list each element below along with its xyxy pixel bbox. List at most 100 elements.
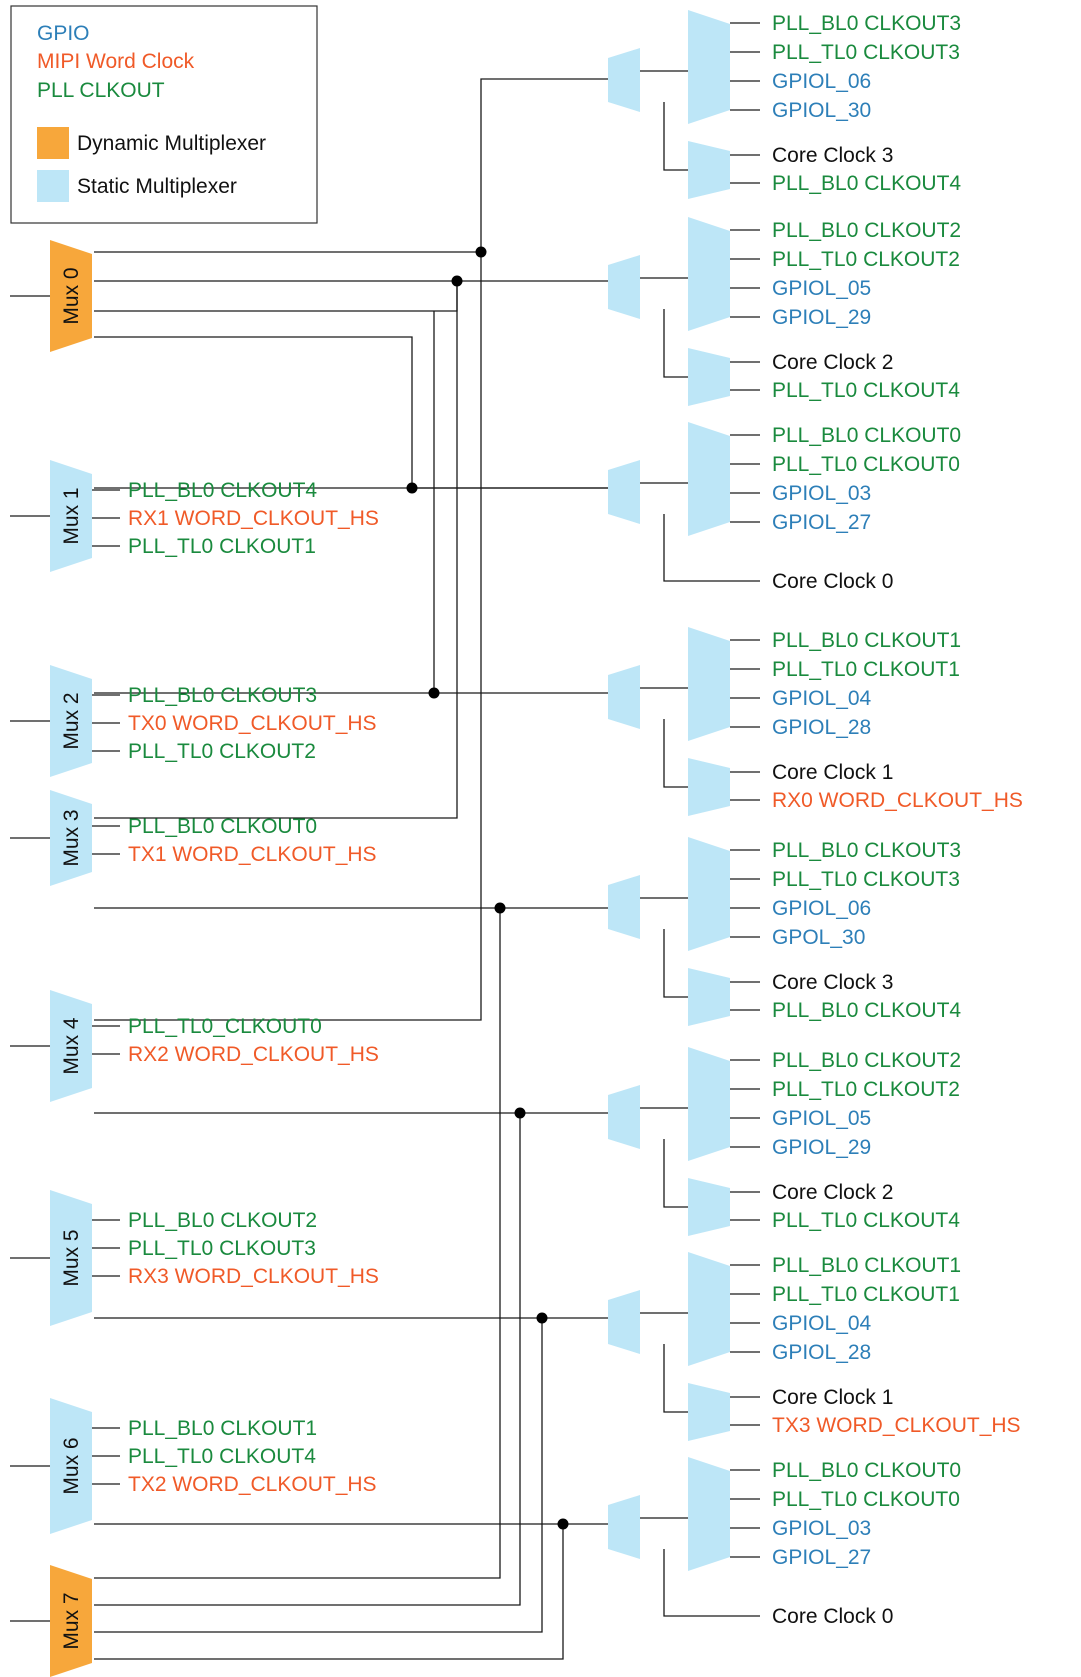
legend: GPIO MIPI Word Clock PLL CLKOUT Dynamic … [10,5,318,224]
group-0-mux-a [608,48,640,112]
group-3-input-3: GPIOL_28 [772,716,871,739]
group-1-mux-a [608,255,640,319]
group-5-mux-b [688,1047,730,1161]
group-7-core-clock: Core Clock 0 [772,1605,893,1628]
group-0-mux-b [688,10,730,124]
group-5-input-0: PLL_BL0 CLKOUT2 [772,1049,961,1072]
group-1-extra: PLL_TL0 CLKOUT4 [772,379,960,402]
group-6-input-3: GPIOL_28 [772,1341,871,1364]
mux-2-input-2: PLL_TL0 CLKOUT2 [128,740,316,763]
group-2-input-1: PLL_TL0 CLKOUT0 [772,453,960,476]
group-4-input-3: GPOL_30 [772,926,865,949]
group-6-input-2: GPIOL_04 [772,1312,872,1335]
group-7-input-3: GPIOL_27 [772,1546,871,1569]
group-5-mux-c [688,1178,730,1236]
group-2-input-0: PLL_BL0 CLKOUT0 [772,424,961,447]
static-mux-3-label: Mux 3 [60,809,83,866]
group-4-mux-b [688,837,730,951]
mux-2-input-1: TX0 WORD_CLKOUT_HS [128,712,377,735]
group-7-input-1: PLL_TL0 CLKOUT0 [772,1488,960,1511]
group-4-input-2: GPIOL_06 [772,897,871,920]
legend-gpio: GPIO [37,22,90,45]
mux-6-input-2: TX2 WORD_CLKOUT_HS [128,1473,377,1496]
legend-mipi: MIPI Word Clock [37,50,195,73]
static-mux-4 [50,990,92,1102]
legend-pll: PLL CLKOUT [37,79,165,102]
group-5-input-3: GPIOL_29 [772,1136,871,1159]
group-3-core-clock: Core Clock 1 [772,761,893,784]
dynamic-mux-7-label: Mux 7 [60,1592,83,1649]
group-2-mux-b [688,422,730,536]
dynamic-mux-7 [50,1565,92,1677]
group-3-input-1: PLL_TL0 CLKOUT1 [772,658,960,681]
legend-static: Static Multiplexer [77,175,237,198]
group-5-extra: PLL_TL0 CLKOUT4 [772,1209,960,1232]
legend-dynamic: Dynamic Multiplexer [77,132,266,155]
static-mux-1 [50,460,92,572]
group-6-input-1: PLL_TL0 CLKOUT1 [772,1283,960,1306]
group-2-input-2: GPIOL_03 [772,482,871,505]
group-4-input-1: PLL_TL0 CLKOUT3 [772,868,960,891]
group-3-input-2: GPIOL_04 [772,687,872,710]
group-5-core-clock: Core Clock 2 [772,1181,893,1204]
group-4-mux-a [608,875,640,939]
group-3-extra: RX0 WORD_CLKOUT_HS [772,789,1023,812]
group-4-core-clock: Core Clock 3 [772,971,893,994]
mux-5-input-2: RX3 WORD_CLKOUT_HS [128,1265,379,1288]
group-2-core-clock: Core Clock 0 [772,570,893,593]
group-0-input-2: GPIOL_06 [772,70,871,93]
group-6-mux-b [688,1252,730,1366]
static-mux-6-label: Mux 6 [60,1437,83,1494]
static-mux-6 [50,1398,92,1534]
legend-static-swatch [37,170,69,202]
mux-2-input-0: PLL_BL0 CLKOUT3 [128,684,317,707]
group-4-extra: PLL_BL0 CLKOUT4 [772,999,961,1022]
group-7-mux-a [608,1495,640,1559]
group-3-mux-a [608,665,640,729]
group-6-mux-a [608,1290,640,1354]
group-3-mux-c [688,758,730,816]
mux-3-input-0: PLL_BL0 CLKOUT0 [128,815,317,838]
mux-6-input-1: PLL_TL0 CLKOUT4 [128,1445,316,1468]
mux-1-input-2: PLL_TL0 CLKOUT1 [128,535,316,558]
group-6-input-0: PLL_BL0 CLKOUT1 [772,1254,961,1277]
mux-4-input-1: RX2 WORD_CLKOUT_HS [128,1043,379,1066]
group-1-mux-c [688,348,730,406]
static-mux-1-label: Mux 1 [60,487,83,544]
static-mux-4-label: Mux 4 [60,1017,83,1075]
group-5-mux-a [608,1085,640,1149]
legend-dynamic-swatch [37,127,69,159]
group-1-core-clock: Core Clock 2 [772,351,893,374]
group-0-input-1: PLL_TL0 CLKOUT3 [772,41,960,64]
group-7-input-0: PLL_BL0 CLKOUT0 [772,1459,961,1482]
group-0-extra: PLL_BL0 CLKOUT4 [772,172,961,195]
static-mux-5-label: Mux 5 [60,1229,83,1286]
mux-4-input-0: PLL_TL0_CLKOUT0 [128,1015,322,1038]
group-6-extra: TX3 WORD_CLKOUT_HS [772,1414,1021,1437]
group-0-input-0: PLL_BL0 CLKOUT3 [772,12,961,35]
mux-1-input-1: RX1 WORD_CLKOUT_HS [128,507,379,530]
mux-3-input-1: TX1 WORD_CLKOUT_HS [128,843,377,866]
group-4-input-0: PLL_BL0 CLKOUT3 [772,839,961,862]
static-mux-3 [50,790,92,886]
group-5-input-1: PLL_TL0 CLKOUT2 [772,1078,960,1101]
group-1-input-3: GPIOL_29 [772,306,871,329]
group-1-input-2: GPIOL_05 [772,277,871,300]
mux-5-input-0: PLL_BL0 CLKOUT2 [128,1209,317,1232]
group-0-input-3: GPIOL_30 [772,99,871,122]
group-3-mux-b [688,627,730,741]
wiring [94,78,608,1660]
group-6-core-clock: Core Clock 1 [772,1386,893,1409]
